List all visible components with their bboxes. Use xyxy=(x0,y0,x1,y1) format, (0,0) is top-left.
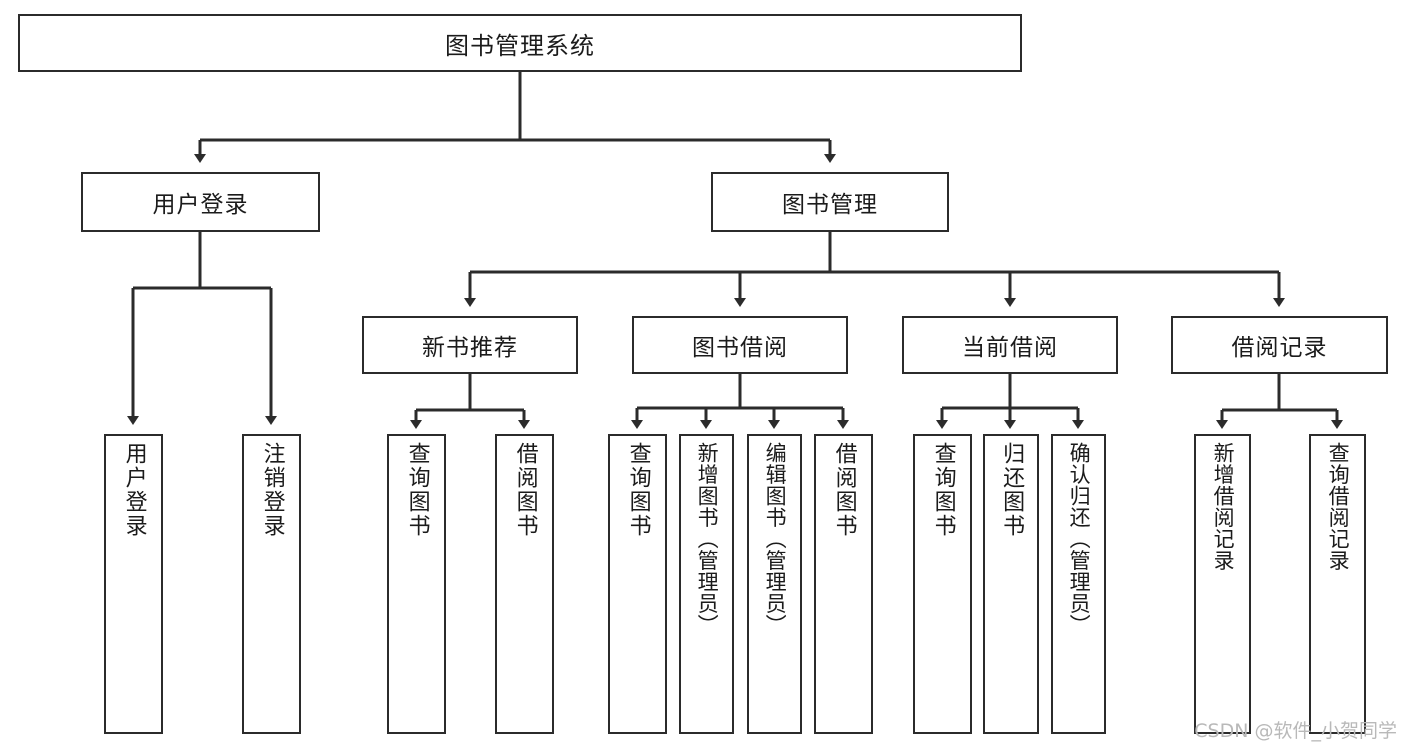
leaf-borrow-add-book-admin[interactable]: 新增图书（管理员） xyxy=(679,434,734,734)
leaf-borrow-borrow-book[interactable]: 借阅图书 xyxy=(814,434,873,734)
leaf-current-return-book[interactable]: 归还图书 xyxy=(983,434,1039,734)
leaf-label: 注销登录 xyxy=(259,442,285,538)
leaf-label: 新增借阅记录 xyxy=(1211,442,1236,571)
node-book-borrow[interactable]: 图书借阅 xyxy=(632,316,848,374)
leaf-record-add-record[interactable]: 新增借阅记录 xyxy=(1194,434,1251,734)
leaf-newbook-borrow-book[interactable]: 借阅图书 xyxy=(495,434,554,734)
node-label: 图书管理系统 xyxy=(445,31,595,60)
leaf-current-confirm-return-admin[interactable]: 确认归还（管理员） xyxy=(1051,434,1106,734)
leaf-label: 用户登录 xyxy=(121,442,147,538)
node-borrow-record[interactable]: 借阅记录 xyxy=(1171,316,1388,374)
leaf-label: 借阅图书 xyxy=(831,442,857,538)
node-root-system[interactable]: 图书管理系统 xyxy=(18,14,1022,72)
leaf-label: 新增图书（管理员） xyxy=(695,442,720,636)
leaf-record-query-record[interactable]: 查询借阅记录 xyxy=(1309,434,1366,734)
node-new-book-recommend[interactable]: 新书推荐 xyxy=(362,316,578,374)
leaf-label: 查询图书 xyxy=(930,442,956,538)
node-user-login[interactable]: 用户登录 xyxy=(81,172,320,232)
node-label: 图书借阅 xyxy=(692,335,788,361)
leaf-borrow-edit-book-admin[interactable]: 编辑图书（管理员） xyxy=(747,434,802,734)
csdn-watermark: CSDN @软件_小贺同学 xyxy=(1194,720,1397,742)
leaf-label: 归还图书 xyxy=(999,442,1025,538)
node-current-borrow[interactable]: 当前借阅 xyxy=(902,316,1118,374)
node-label: 借阅记录 xyxy=(1231,335,1328,361)
leaf-label: 查询借阅记录 xyxy=(1326,442,1351,571)
node-label: 当前借阅 xyxy=(962,335,1058,361)
leaf-borrow-query-book[interactable]: 查询图书 xyxy=(608,434,667,734)
node-label: 用户登录 xyxy=(152,192,249,218)
leaf-newbook-query-book[interactable]: 查询图书 xyxy=(387,434,446,734)
leaf-label: 借阅图书 xyxy=(512,442,538,538)
leaf-label: 确认归还（管理员） xyxy=(1067,442,1092,636)
leaf-user-login-do[interactable]: 用户登录 xyxy=(104,434,163,734)
leaf-label: 查询图书 xyxy=(404,442,430,538)
leaf-label: 编辑图书（管理员） xyxy=(763,442,788,636)
leaf-current-query-book[interactable]: 查询图书 xyxy=(913,434,972,734)
leaf-user-logout[interactable]: 注销登录 xyxy=(242,434,301,734)
node-book-management[interactable]: 图书管理 xyxy=(711,172,949,232)
leaf-label: 查询图书 xyxy=(625,442,651,538)
node-label: 新书推荐 xyxy=(422,335,518,361)
node-label: 图书管理 xyxy=(782,192,878,218)
